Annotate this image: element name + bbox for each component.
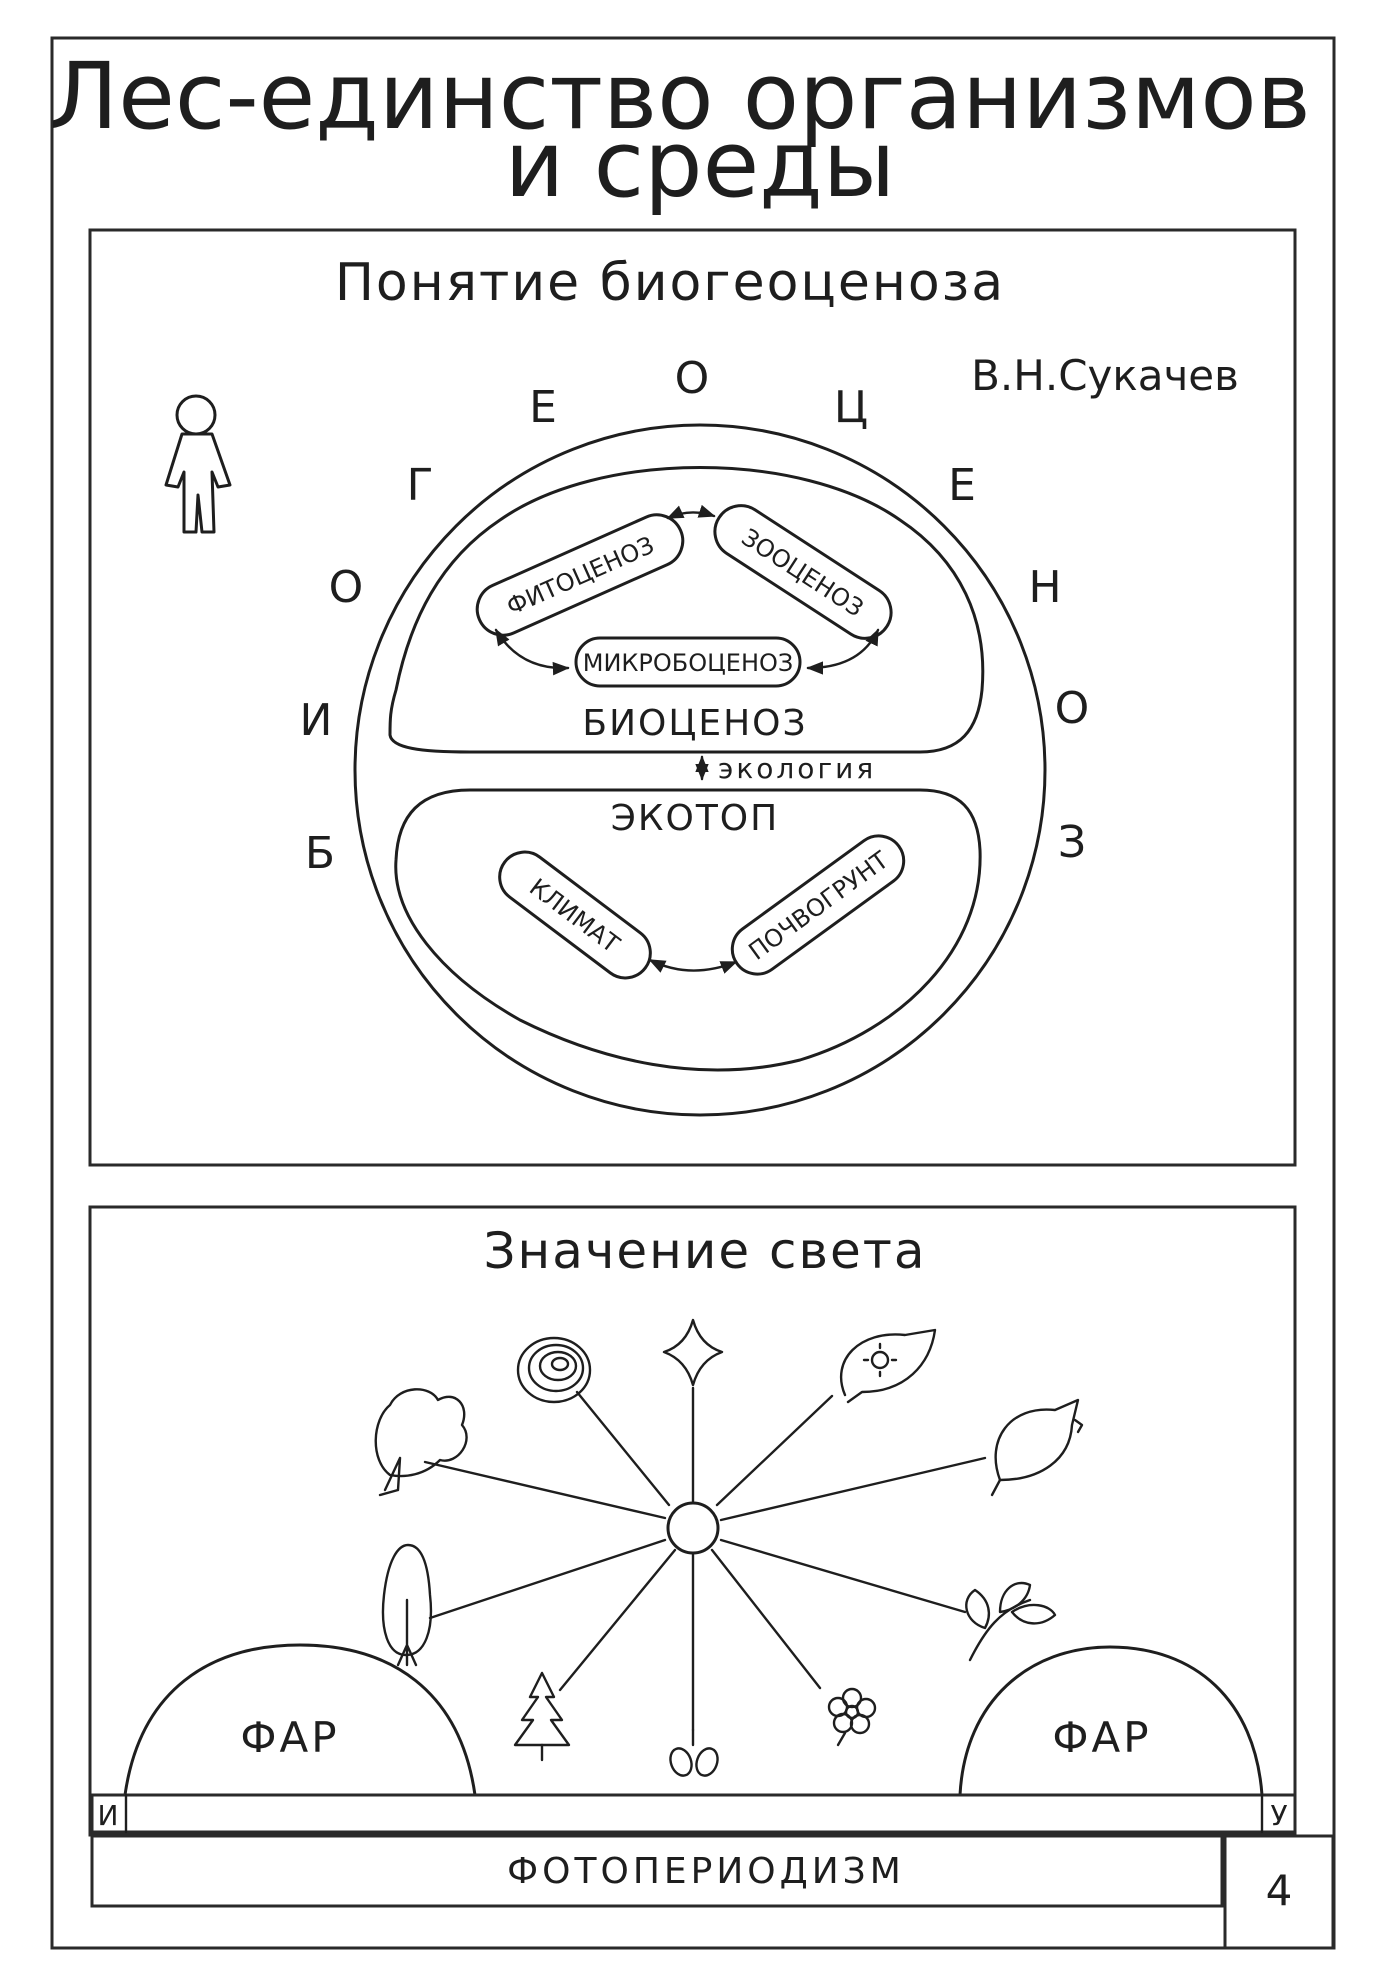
person-icon: [164, 394, 232, 534]
ring-letter: Е: [529, 382, 557, 433]
section1-heading: Понятие биогеоценоза: [335, 253, 1005, 313]
arrow-phyto-microbo: [494, 628, 570, 676]
ecology-label: экология: [718, 752, 876, 785]
columnar-tree-icon: [381, 1543, 433, 1667]
ecotope-label: ЭКОТОП: [611, 798, 779, 839]
title-line-1: Лес-единство организмов: [49, 43, 1311, 150]
tree-rings-icon: [516, 1336, 592, 1404]
far-label-left: ФАР: [240, 1713, 339, 1762]
page-number: 4: [1266, 1866, 1293, 1915]
ring-letter: О: [675, 353, 710, 404]
section2-heading: Значение света: [483, 1222, 926, 1280]
arrow-zoo-microbo: [806, 628, 880, 675]
biogeocenosis-panel: Понятие биогеоценоза В.Н.Сукачев Б И О Г…: [88, 228, 1297, 1167]
title-line-2: и среды: [505, 111, 896, 218]
ring-letter: О: [329, 562, 364, 613]
microbocenosis-pill: МИКРОБОЦЕНОЗ: [574, 636, 802, 688]
soil-pill: ПОЧВОГРУНТ: [730, 834, 906, 976]
broadleaf-tree-icon: [374, 1388, 468, 1497]
zoocenosis-pill: ЗООЦЕНОЗ: [713, 504, 893, 640]
far-dome-left: [123, 1643, 477, 1797]
far-dome-right: [958, 1645, 1264, 1797]
ring-letter: И: [300, 695, 333, 746]
soil-label: ПОЧВОГРУНТ: [744, 846, 894, 966]
author-name: В.Н.Сукачев: [971, 351, 1239, 400]
arrow-phyto-zoo: [666, 504, 716, 520]
ring-letter: Е: [948, 460, 976, 511]
branch-icon: [965, 1581, 1057, 1662]
leaf-sun-icon: [839, 1328, 937, 1404]
flower-icon: [827, 1687, 877, 1747]
far-label-right: ФАР: [1052, 1713, 1151, 1762]
footer-bar: [90, 1834, 1224, 1908]
ring-letter: Н: [1028, 562, 1061, 613]
arrow-climate-soil: [648, 958, 738, 974]
scale-right-label: У: [1270, 1799, 1287, 1832]
climate-pill: КЛИМАТ: [498, 850, 652, 980]
ring-letters: Б И О Г Е О Ц Е Н О З: [300, 353, 1090, 879]
biogeocenosis-frame: [88, 228, 1297, 1167]
light-panel: Значение света: [88, 1205, 1297, 1837]
footer-label: ФОТОПЕРИОДИЗМ: [507, 1851, 905, 1892]
ring-letter: Б: [305, 828, 335, 879]
sun-rays: [423, 1386, 987, 1732]
seed-icon: [669, 1728, 719, 1777]
microbocenosis-label: МИКРОБОЦЕНОЗ: [583, 649, 794, 677]
conifer-icon: [513, 1671, 571, 1762]
biogeocenosis-circle: [353, 423, 1047, 1117]
ring-letter: О: [1055, 683, 1090, 734]
ecotope-lobe: [394, 788, 982, 1072]
star-icon: [662, 1318, 724, 1387]
ring-letter: З: [1058, 817, 1086, 868]
spectrum-scale-bar: [90, 1793, 1297, 1834]
ecology-link: экология: [695, 752, 876, 785]
biocenosis-lobe: [388, 466, 985, 754]
scale-left-label: И: [98, 1799, 119, 1832]
phytocenosis-pill: ФИТОЦЕНОЗ: [475, 513, 685, 637]
page-number-box: [1223, 1834, 1335, 1950]
outer-frame: [50, 36, 1336, 1950]
biocenosis-label: БИОЦЕНОЗ: [582, 703, 807, 744]
leaf-icon: [990, 1398, 1084, 1497]
ring-letter: Ц: [834, 382, 868, 433]
sun-icon: [666, 1501, 720, 1555]
ring-letter: Г: [407, 460, 434, 511]
